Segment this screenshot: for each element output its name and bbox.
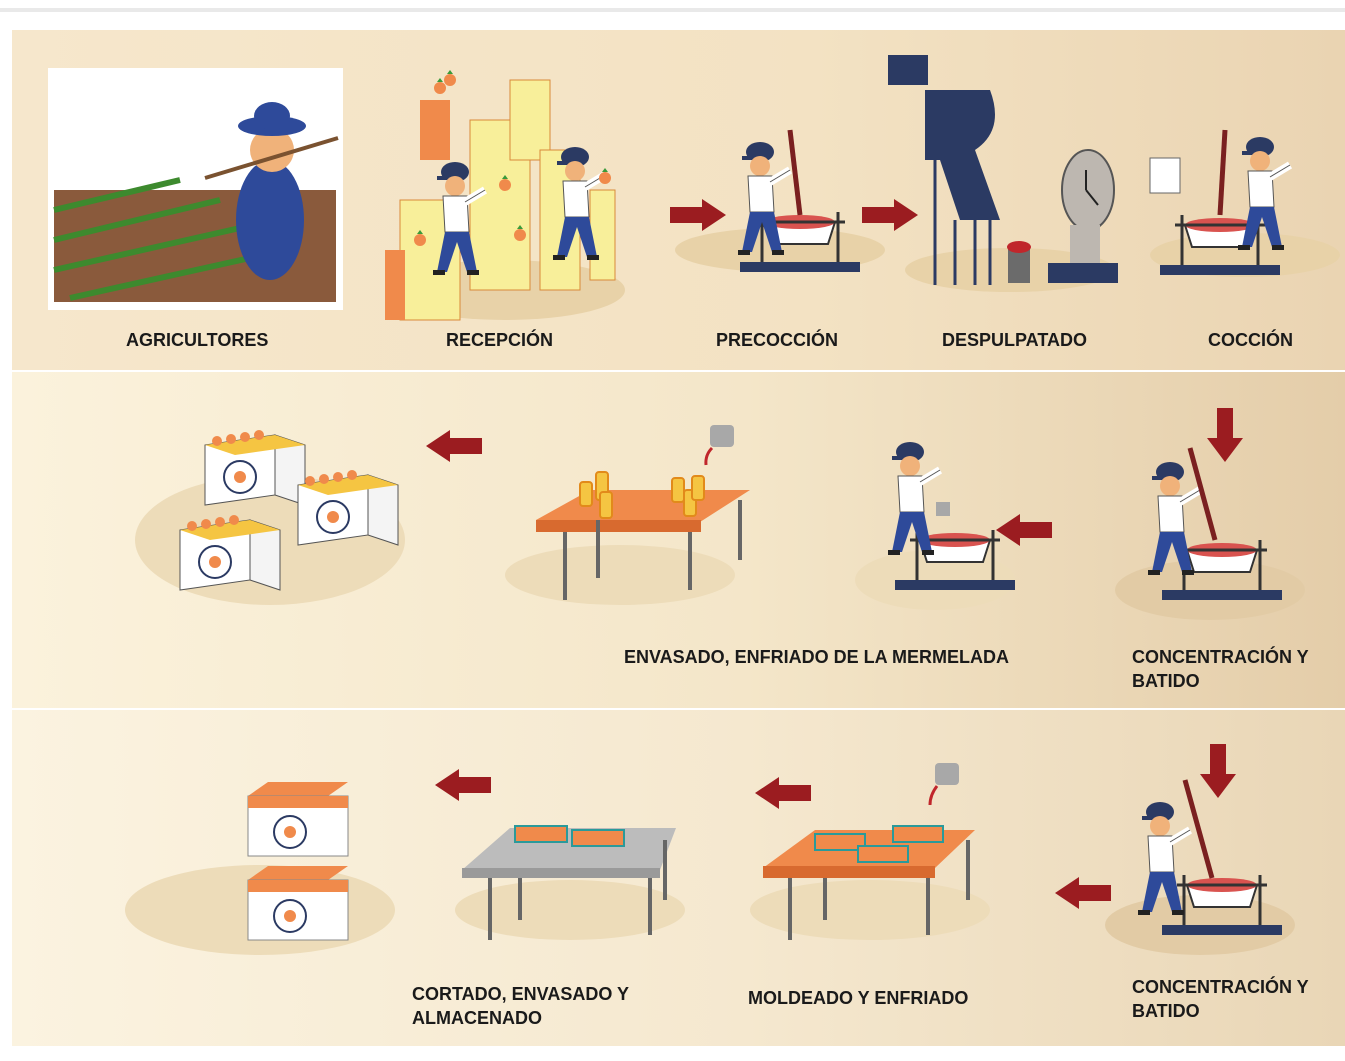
table-jars-icon bbox=[505, 425, 750, 605]
label-precoccion: PRECOCCIÓN bbox=[716, 330, 839, 350]
label-cortado-line2: ALMACENADO bbox=[412, 1008, 542, 1028]
label-cortado: CORTADO, ENVASADO Y ALMACENADO bbox=[412, 982, 629, 1030]
flow-arrow-icon bbox=[435, 769, 491, 801]
label-concentracion-row2: CONCENTRACIÓN Y BATIDO bbox=[1132, 645, 1309, 693]
table-bars-icon bbox=[455, 825, 685, 940]
flow-arrow-icon bbox=[670, 199, 726, 231]
process-diagram bbox=[12, 30, 1345, 1046]
boxes-icon bbox=[385, 70, 625, 321]
label-agricultores: AGRICULTORES bbox=[126, 330, 269, 350]
flow-arrow-icon bbox=[996, 514, 1052, 546]
label-cortado-line1: CORTADO, ENVASADO Y bbox=[412, 984, 630, 1004]
label-concentracion-line1: CONCENTRACIÓN Y bbox=[1132, 647, 1309, 667]
flow-arrow-icon bbox=[755, 777, 811, 809]
label-moldeado: MOLDEADO Y ENFRIADO bbox=[748, 988, 969, 1008]
pulper-machine-icon bbox=[888, 55, 1115, 292]
top-rule bbox=[0, 8, 1345, 12]
label-concentracion-line2: BATIDO bbox=[1132, 671, 1200, 691]
label-concentracion-line1: CONCENTRACIÓN Y bbox=[1132, 977, 1309, 997]
label-concentracion-line2: BATIDO bbox=[1132, 1001, 1200, 1021]
label-recepcion: RECEPCIÓN bbox=[446, 330, 554, 350]
flow-arrow-icon bbox=[426, 430, 482, 462]
label-coccion: COCCIÓN bbox=[1208, 330, 1293, 350]
worker-pot-icon bbox=[675, 129, 885, 274]
label-despulpatado: DESPULPATADO bbox=[942, 330, 1088, 350]
label-envasado: ENVASADO, ENFRIADO DE LA MERMELADA bbox=[624, 647, 1010, 667]
box-stack-icon bbox=[125, 781, 395, 955]
worker-pot-icon bbox=[1115, 408, 1305, 620]
jar-box-icon bbox=[135, 429, 405, 605]
clock-scale-icon bbox=[1048, 149, 1118, 283]
worker-pot-icon bbox=[1105, 744, 1295, 955]
worker-pot-icon bbox=[855, 442, 1017, 610]
flow-arrow-icon bbox=[862, 199, 918, 231]
farmer-icon bbox=[48, 68, 343, 310]
flow-arrow-icon bbox=[1055, 877, 1111, 909]
table-molds-icon bbox=[750, 763, 990, 940]
worker-pot-icon bbox=[1149, 129, 1340, 277]
label-concentracion-row3: CONCENTRACIÓN Y BATIDO bbox=[1132, 975, 1309, 1023]
